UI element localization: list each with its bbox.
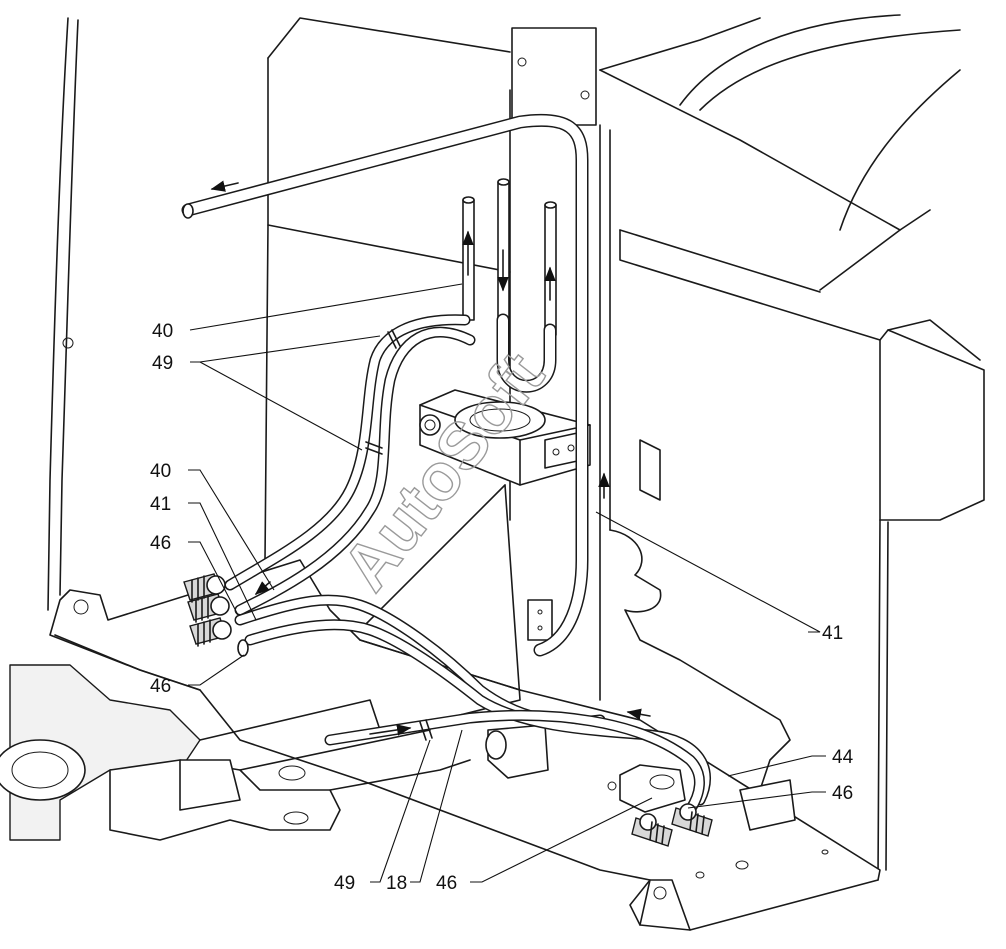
pipe-stubs <box>462 178 610 499</box>
callout-40-upper: 40 <box>152 321 173 342</box>
callout-46-left-lower: 46 <box>150 676 171 697</box>
callout-49-bottom: 49 <box>334 873 355 894</box>
valve-housing <box>485 724 796 831</box>
rotary-manifold-block <box>359 389 591 721</box>
callout-41-right: 41 <box>822 623 843 644</box>
leader-lines <box>188 283 826 883</box>
callout-46-right: 46 <box>832 783 853 804</box>
quick-couplers-right <box>631 803 713 847</box>
quick-couplers-left <box>183 573 249 657</box>
hydraulic-hoses <box>224 314 711 816</box>
callout-49-upper: 49 <box>152 353 173 374</box>
callout-labels: 40 49 40 41 46 46 41 44 46 49 18 46 <box>150 321 854 894</box>
callout-46-bottom: 46 <box>436 873 457 894</box>
swing-frame <box>0 664 471 841</box>
callout-40-middle: 40 <box>150 461 171 482</box>
callout-18: 18 <box>386 873 407 894</box>
callout-46-left-upper: 46 <box>150 533 171 554</box>
callout-41-left: 41 <box>150 494 171 515</box>
return-tube <box>181 113 589 657</box>
callout-44: 44 <box>832 747 854 768</box>
